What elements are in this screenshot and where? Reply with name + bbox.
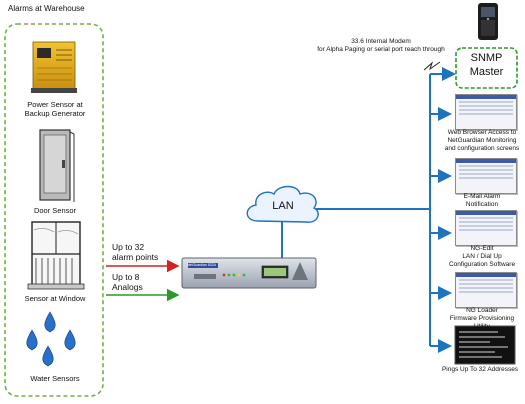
window-image xyxy=(27,221,85,290)
lan-label: LAN xyxy=(272,200,294,212)
snmp-master-box xyxy=(455,47,518,89)
analogs-label: Up to 8 Analogs xyxy=(112,272,143,292)
alarm-points-label: Up to 32 alarm points xyxy=(112,242,159,262)
ping-terminal-image xyxy=(454,325,516,365)
water-sensors-label: Water Sensors xyxy=(30,374,80,383)
window-sensor-label: Sensor at Window xyxy=(24,294,86,303)
snmp-master-label: SNMP Master xyxy=(469,52,504,78)
web-browser-label: Web Browser Access to NetGuardian Monito… xyxy=(444,129,520,152)
lan-cloud xyxy=(246,185,319,223)
door-sensor-label: Door Sensor xyxy=(33,206,77,215)
modem-label: 33.6 Internal Modem for Alpha Paging or … xyxy=(317,38,445,53)
ng-edit-screen xyxy=(455,210,517,246)
ng-loader-screen xyxy=(455,272,517,308)
email-label: E-Mail Alarm Notification xyxy=(463,193,501,208)
door-image xyxy=(39,129,75,202)
web-browser-screen xyxy=(455,94,517,130)
modem-link-icon xyxy=(423,61,441,71)
generator-image xyxy=(31,41,77,93)
ng-edit-label: NG-Edit LAN / Dial Up Configuration Soft… xyxy=(448,245,516,268)
warehouse-title: Alarms at Warehouse xyxy=(8,4,85,13)
ping-label: Pings Up To 32 Addresses xyxy=(441,366,519,373)
email-screen xyxy=(455,158,517,194)
mobile-phone-image xyxy=(478,3,498,40)
warehouse-boundary xyxy=(4,23,104,397)
ng-loader-label: NG Loader Firmware Provisioning Utility xyxy=(449,307,515,330)
water-drops-image xyxy=(26,311,76,367)
netguardian-device xyxy=(181,257,317,289)
device-brand-label: NetGuardian 832A xyxy=(187,263,216,267)
power-sensor-label: Power Sensor at Backup Generator xyxy=(24,100,86,118)
